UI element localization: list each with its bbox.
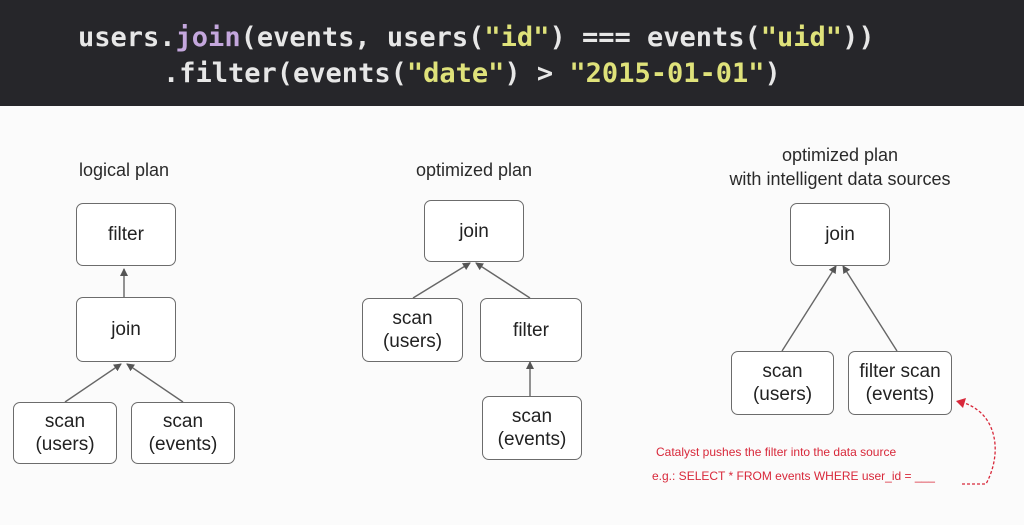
code-token: .filter(events( [163,58,407,89]
code-banner: users.join(events, users("id") === event… [0,0,1024,106]
intelligent-filter-scan-node: filter scan (events) [848,351,952,415]
logical-filter-node: filter [76,203,176,266]
logical-scan-users-node: scan (users) [13,402,117,464]
optimized-plan-title: optimized plan [415,160,533,180]
logical-join-node: join [76,297,176,362]
code-token: join [175,22,241,53]
intelligent-join-label: join [825,224,855,245]
logical-scan-events-label: scan (events) [148,411,218,455]
code-token: "2015-01-01" [569,58,765,89]
optimized-join-label: join [459,220,489,242]
code-token: (events, users( [240,22,485,53]
plan-edges [64,262,996,485]
code-token: "id" [484,22,550,53]
optimized-scan-events-label: scan (events) [497,406,567,450]
intelligent-scan-users-label: scan (users) [752,361,813,405]
annotation-line-1: Catalyst pushes the filter into the data… [656,445,897,459]
code-line-1: users.join(events, users("id") === event… [78,22,875,53]
optimized-filter-label: filter [513,319,549,341]
code-token: ) > [504,58,570,89]
edge-intelligent-filterscan-join [842,265,898,352]
edge-optimized-scanusers-join [412,262,471,299]
code-token: users. [78,22,176,53]
code-token: "date" [406,58,505,89]
logical-join-label: join [111,319,141,340]
annotation-line-2: e.g.: SELECT * FROM events WHERE user_id… [652,469,935,483]
logical-scan-events-node: scan (events) [131,402,235,464]
logical-plan-title: logical plan [78,160,170,180]
code-token: )) [842,22,875,53]
intelligent-plan-title: optimized plan with intelligent data sou… [729,145,951,189]
intelligent-join-node: join [790,203,890,266]
code-token: ) === events( [549,22,761,53]
code-line-2: .filter(events("date") > "2015-01-01") [163,58,781,89]
intelligent-filter-scan-label: filter scan (events) [859,361,941,405]
edge-optimized-filter-join [475,262,531,299]
code-token: "uid" [760,22,843,53]
edge-intelligent-scanusers-join [781,265,837,352]
code-token: ) [764,58,781,89]
optimized-scan-users-node: scan (users) [362,298,463,362]
edge-logical-scanusers-join [64,363,122,403]
optimized-scan-users-label: scan (users) [382,308,443,352]
annotation-curve [959,401,996,485]
optimized-filter-node: filter [480,298,582,362]
intelligent-scan-users-node: scan (users) [731,351,834,415]
annotation-arrowhead [956,398,966,408]
optimized-scan-events-node: scan (events) [482,396,582,460]
plan-diagram: logical plan filter join scan (users) sc… [0,106,1024,525]
optimized-join-node: join [424,200,524,262]
logical-scan-users-label: scan (users) [35,411,95,455]
logical-filter-label: filter [108,224,144,245]
edge-logical-scanevents-join [126,363,184,403]
